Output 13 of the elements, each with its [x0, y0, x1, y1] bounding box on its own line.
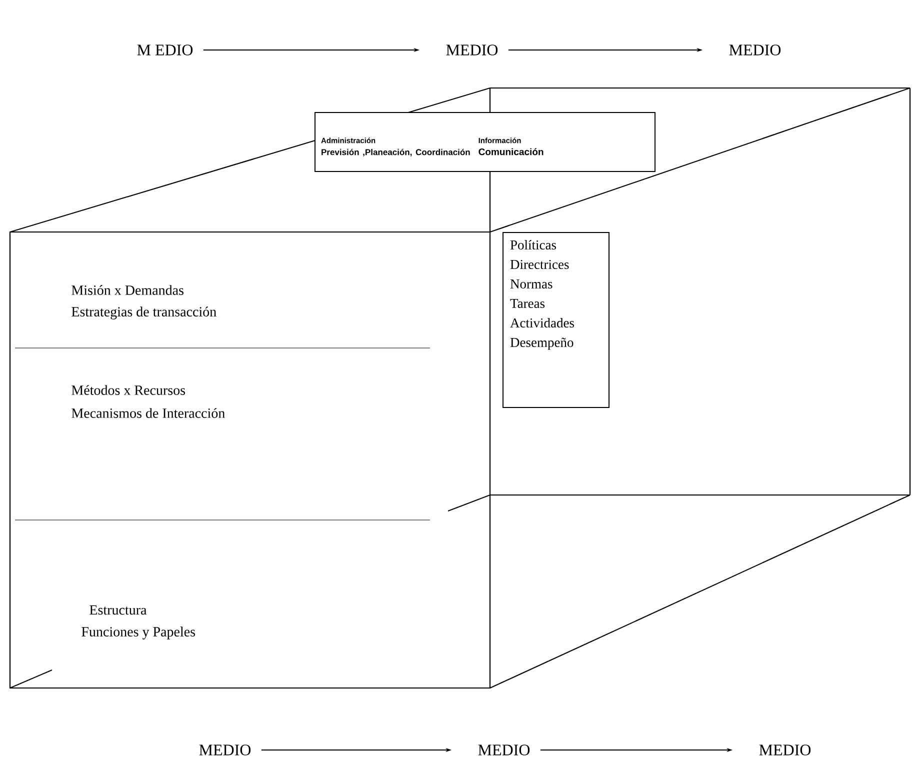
label-text: Métodos x Recursos [72, 385, 186, 395]
medio-text: M EDIO [137, 44, 193, 56]
list-box: Políticas Directrices Normas Tareas Actividades Desempeño [502, 232, 610, 408]
medio-text: MEDIO [199, 744, 251, 756]
medio-text: MEDIO [729, 44, 781, 56]
label-text: Funciones y Papeles [82, 626, 196, 640]
label-text: Estrategias de transacción [72, 306, 216, 320]
medio-text: MEDIO [478, 744, 530, 756]
label-text: Estructura [90, 605, 147, 615]
label-text: Mecanismos de Interacción [72, 408, 225, 418]
medio-text: MEDIO [759, 744, 811, 756]
medio-text: MEDIO [446, 44, 498, 56]
label-text: Misión x Demandas [72, 285, 184, 295]
